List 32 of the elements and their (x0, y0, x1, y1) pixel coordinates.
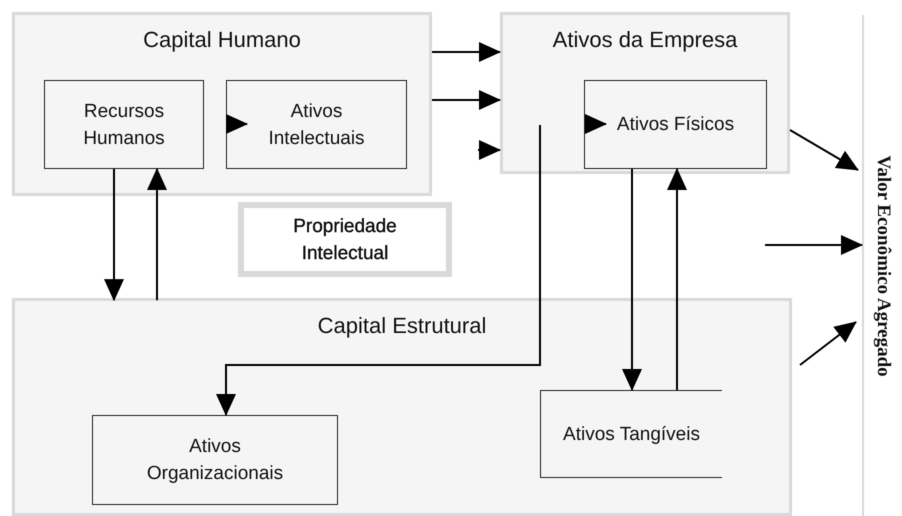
process-box (540, 390, 722, 478)
arrow (104, 169, 124, 302)
node-label: Ativos Organizacionais (146, 435, 284, 486)
arrow (622, 169, 642, 391)
process-box (92, 415, 338, 505)
node-label: Propriedade Intelectual (292, 214, 398, 266)
arrow (432, 42, 501, 62)
process-box (44, 80, 204, 169)
arrow (226, 114, 248, 134)
node-label: Ativos Físicos (616, 113, 734, 137)
node-label: Valor Econômico Agregado (872, 154, 894, 376)
arrow (216, 125, 541, 416)
arrow (585, 114, 607, 134)
group-panel (500, 12, 790, 174)
arrow (799, 321, 857, 366)
process-box (584, 80, 767, 169)
highlight-box (238, 202, 452, 277)
process-box (226, 80, 407, 169)
group-panel (12, 12, 432, 196)
arrow (478, 140, 501, 160)
node-label: Ativos Tangíveis (563, 422, 700, 446)
arrow (765, 235, 863, 255)
group-heading: Ativos da Empresa (552, 27, 738, 53)
group-heading: Capital Humano (142, 27, 302, 53)
node-label: Recursos Humanos (82, 100, 166, 150)
arrow (667, 168, 687, 390)
arrow (432, 90, 501, 110)
node-label: Ativos Intelectuais (267, 100, 366, 150)
arrow (790, 129, 859, 171)
group-panel (12, 298, 792, 516)
group-heading: Capital Estrutural (316, 313, 488, 339)
arrow (147, 168, 167, 300)
